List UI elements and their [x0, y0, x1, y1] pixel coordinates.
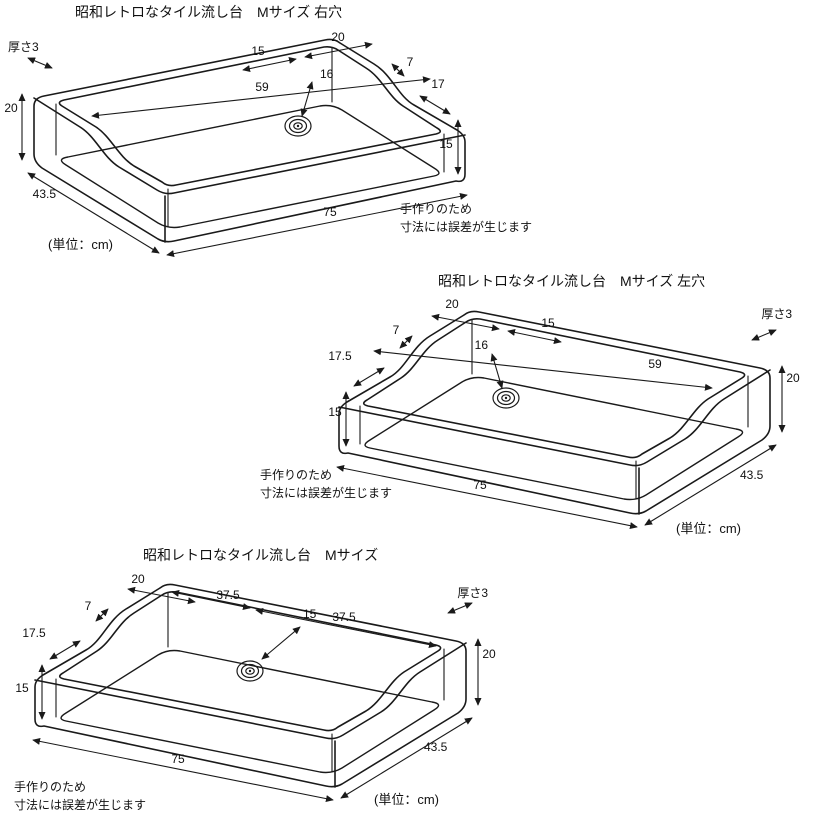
dim-inner-width: 59 [91, 76, 431, 119]
dim-top-offset: 20 [431, 297, 500, 332]
dim-inner-width: 59 [373, 348, 713, 391]
dim-label: 15 [251, 44, 265, 58]
dim-depth: 43.5 [27, 172, 160, 254]
dim-label: 7 [393, 323, 400, 337]
dim-label: 75 [473, 478, 487, 492]
dim-thickness: 厚さ3 [751, 307, 792, 341]
sink-body [338, 310, 771, 515]
unit-label: (単位：cm) [676, 521, 741, 536]
unit-label: (単位：cm) [374, 792, 439, 807]
dim-width: 75 [166, 192, 468, 258]
drain-icon [236, 660, 264, 682]
unit-label: (単位：cm) [48, 237, 113, 252]
dim-label: 75 [323, 205, 337, 219]
note-line2: 寸法には誤差が生じます [14, 797, 146, 812]
diagram-right-hole: 昭和レトロなタイル流し台 Mサイズ 右穴 厚さ3 20 15 16 7 17 5 [4, 4, 532, 258]
dim-label: 59 [255, 80, 269, 94]
dim-label: 17 [431, 77, 445, 91]
dim-label: 75 [171, 752, 185, 766]
dim-drain-side: 15 [507, 316, 562, 345]
dim-label: 15 [328, 405, 342, 419]
dim-label: 厚さ3 [457, 586, 488, 600]
dim-label: 7 [85, 599, 92, 613]
dim-label: 15 [439, 137, 453, 151]
dim-label: 43.5 [740, 468, 764, 482]
dim-thickness: 厚さ3 [8, 40, 53, 69]
dim-height-front: 15 [328, 391, 350, 447]
drain-icon [492, 387, 520, 409]
dim-label: 43.5 [424, 740, 448, 754]
dim-height-back: 20 [778, 365, 800, 433]
dim-side-length: 17.5 [328, 349, 385, 387]
note-line1: 手作りのため [260, 468, 332, 482]
dim-label: 37.5 [216, 588, 240, 602]
dim-label: 20 [331, 30, 345, 44]
note-line1: 手作りのため [400, 202, 472, 216]
dim-label: 17.5 [328, 349, 352, 363]
diagram-center-hole: 昭和レトロなタイル流し台 Mサイズ 厚さ3 20 37.5 15 37.5 7 [14, 547, 496, 812]
dim-height-back: 20 [474, 638, 496, 706]
dim-label: 43.5 [33, 187, 57, 201]
dim-label: 15 [15, 681, 29, 695]
dim-top-offset: 20 [304, 30, 373, 60]
dim-label: 15 [303, 607, 317, 621]
drain-icon [284, 115, 312, 137]
sink-body [34, 583, 467, 788]
note-line2: 寸法には誤差が生じます [400, 219, 532, 234]
dim-label: 20 [786, 371, 800, 385]
dim-side-length: 17 [419, 77, 451, 115]
diagram-title: 昭和レトロなタイル流し台 Mサイズ 右穴 [75, 4, 342, 20]
dim-label: 20 [131, 572, 145, 586]
dim-label: 59 [648, 357, 662, 371]
dim-width: 75 [32, 737, 334, 803]
dim-half-left: 37.5 [171, 588, 251, 611]
dim-half-right: 37.5 [255, 607, 437, 649]
note-line1: 手作りのため [14, 780, 86, 794]
dim-drain-side: 15 [242, 44, 297, 73]
dim-height-back: 20 [4, 93, 26, 161]
dim-depth: 43.5 [644, 444, 777, 526]
dim-label: 厚さ3 [761, 307, 792, 321]
dim-side-length: 17.5 [22, 626, 81, 660]
dim-width: 75 [336, 464, 638, 530]
dim-label: 37.5 [332, 610, 356, 624]
dim-label: 16 [320, 67, 334, 81]
dim-label: 16 [475, 338, 489, 352]
dim-height-front: 15 [439, 119, 462, 175]
dim-depth: 43.5 [340, 717, 473, 799]
dim-height-front: 15 [15, 664, 46, 720]
diagram-title: 昭和レトロなタイル流し台 Mサイズ 左穴 [438, 273, 705, 289]
dim-rim-width: 7 [85, 599, 109, 622]
dim-label: 20 [482, 647, 496, 661]
dim-rim-width: 7 [393, 323, 413, 349]
dim-rim-width: 7 [391, 55, 414, 77]
dim-label: 17.5 [22, 626, 46, 640]
dim-label: 厚さ3 [8, 40, 39, 54]
dim-label: 20 [445, 297, 459, 311]
dim-thickness: 厚さ3 [447, 586, 488, 614]
diagram-title: 昭和レトロなタイル流し台 Mサイズ [143, 547, 378, 563]
diagram-left-hole: 昭和レトロなタイル流し台 Mサイズ 左穴 厚さ3 20 15 16 7 17.5 [260, 273, 800, 536]
dim-label: 20 [4, 101, 18, 115]
dim-label: 7 [407, 55, 414, 69]
note-line2: 寸法には誤差が生じます [260, 485, 392, 500]
dim-label: 15 [541, 316, 555, 330]
